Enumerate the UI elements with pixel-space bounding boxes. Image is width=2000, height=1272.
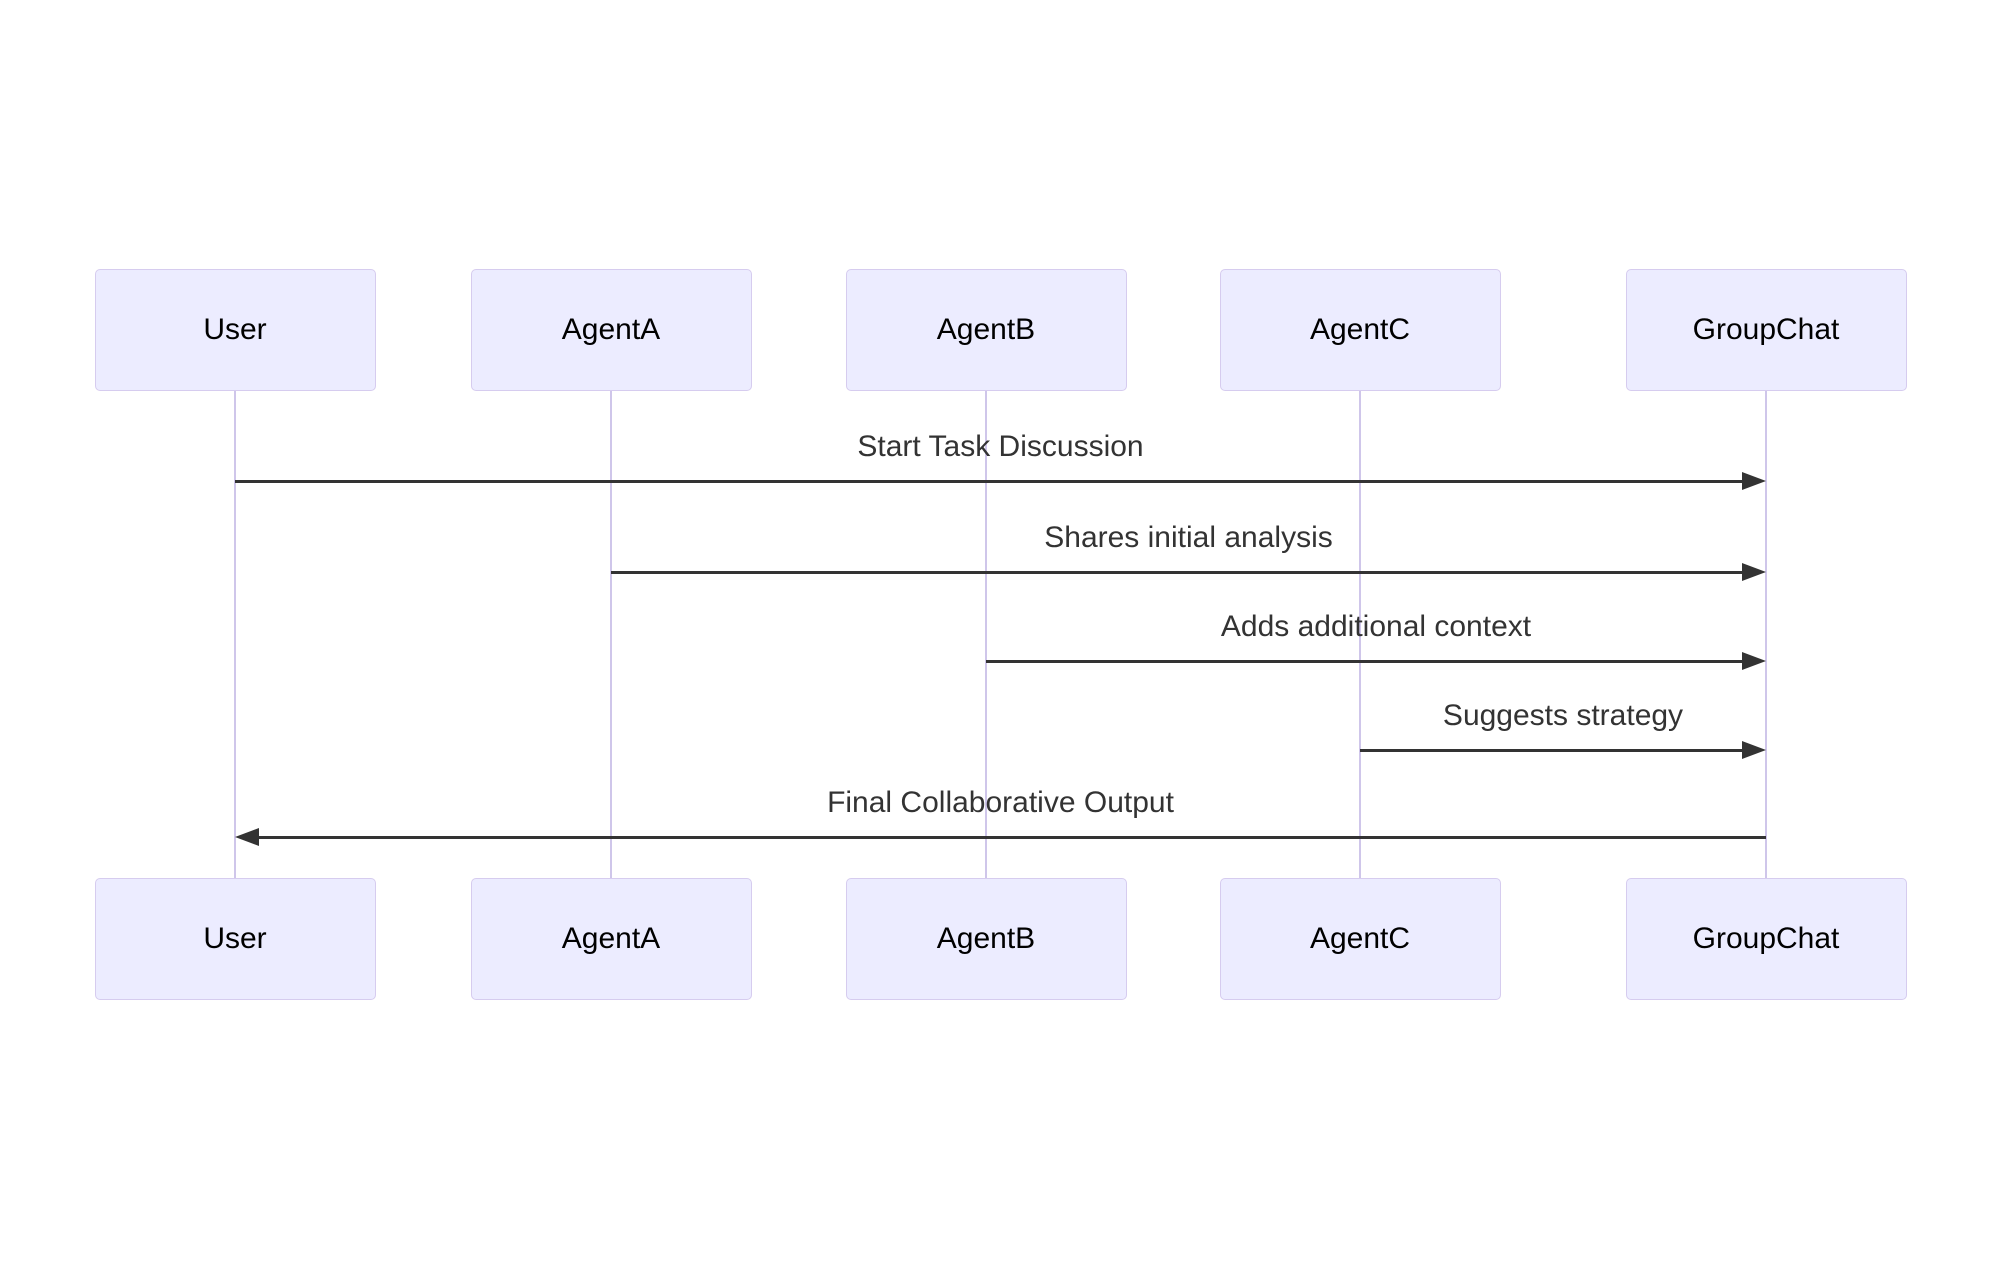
message-label-suggests-strategy: Suggests strategy xyxy=(1442,699,1684,732)
lifeline-agentb xyxy=(985,390,987,878)
arrow-line xyxy=(235,479,1748,483)
lifeline-agentc xyxy=(1359,390,1361,878)
actor-label: AgentA xyxy=(561,922,661,955)
actor-label: AgentB xyxy=(936,922,1036,955)
actor-box-user-top: User xyxy=(94,269,376,391)
actor-label: GroupChat xyxy=(1692,313,1840,346)
actor-box-user-bottom: User xyxy=(94,878,376,1000)
actor-label: AgentB xyxy=(936,313,1036,346)
actor-box-groupchat-top: GroupChat xyxy=(1625,269,1907,391)
message-arrow-user-to-groupchat xyxy=(235,472,1766,490)
actor-box-agentb-bottom: AgentB xyxy=(845,878,1127,1000)
message-label-final-collaborative-output: Final Collaborative Output xyxy=(827,786,1174,819)
actor-box-agentc-top: AgentC xyxy=(1219,269,1501,391)
lifeline-agenta xyxy=(610,390,612,878)
actor-label: AgentC xyxy=(1309,922,1411,955)
arrowhead-right-icon xyxy=(1742,741,1766,759)
actor-box-agenta-bottom: AgentA xyxy=(470,878,752,1000)
message-arrow-agentc-to-groupchat xyxy=(1360,741,1766,759)
actor-label: User xyxy=(203,922,267,955)
arrowhead-right-icon xyxy=(1742,652,1766,670)
message-label-adds-additional-context: Adds additional context xyxy=(1220,610,1532,643)
arrowhead-left-icon xyxy=(235,828,259,846)
lifeline-groupchat xyxy=(1765,390,1767,878)
actor-box-agenta-top: AgentA xyxy=(470,269,752,391)
arrow-line xyxy=(253,835,1766,839)
actor-label: GroupChat xyxy=(1692,922,1840,955)
message-arrow-groupchat-to-user xyxy=(235,828,1766,846)
arrow-line xyxy=(986,659,1748,663)
actor-box-agentc-bottom: AgentC xyxy=(1219,878,1501,1000)
message-label-shares-initial-analysis: Shares initial analysis xyxy=(1044,521,1333,554)
arrow-line xyxy=(611,570,1748,574)
actor-box-groupchat-bottom: GroupChat xyxy=(1625,878,1907,1000)
arrowhead-right-icon xyxy=(1742,563,1766,581)
actor-box-agentb-top: AgentB xyxy=(845,269,1127,391)
message-arrow-agenta-to-groupchat xyxy=(611,563,1766,581)
lifeline-user xyxy=(234,390,236,878)
message-label-start-task-discussion: Start Task Discussion xyxy=(857,430,1144,463)
message-arrow-agentb-to-groupchat xyxy=(986,652,1766,670)
actor-label: AgentC xyxy=(1309,313,1411,346)
arrowhead-right-icon xyxy=(1742,472,1766,490)
arrow-line xyxy=(1360,748,1748,752)
actor-label: User xyxy=(203,313,267,346)
actor-label: AgentA xyxy=(561,313,661,346)
